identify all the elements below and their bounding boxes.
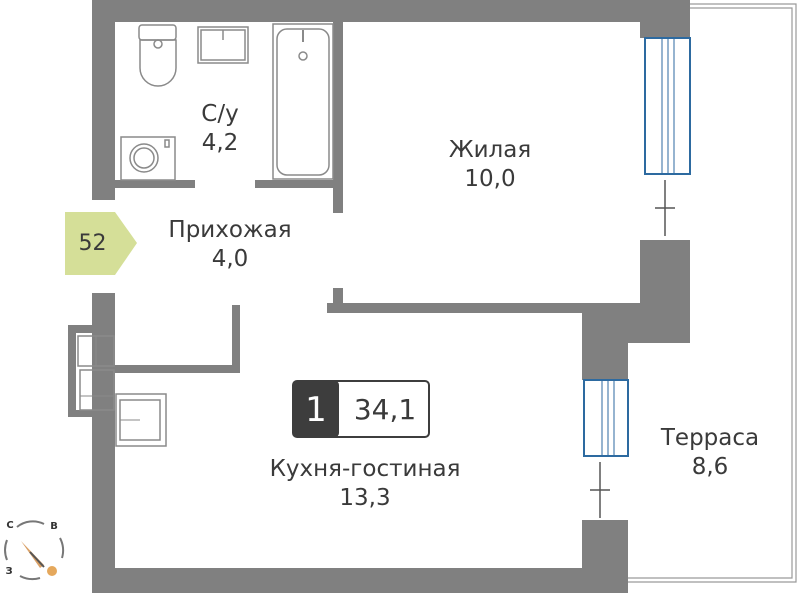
terrace-outline bbox=[628, 3, 797, 583]
room-area: 10,0 bbox=[464, 166, 516, 192]
kitchen-cabinets-icon bbox=[77, 335, 115, 411]
room-name: Прихожая bbox=[168, 217, 292, 243]
room-name: Жилая bbox=[448, 137, 532, 163]
total-area: 34,1 bbox=[353, 393, 417, 426]
room-living: Жилая 10,0 bbox=[410, 136, 570, 194]
room-bathroom: С/у 4,2 bbox=[170, 100, 270, 158]
compass-east: В bbox=[50, 521, 58, 532]
room-hallway: Прихожая 4,0 bbox=[150, 216, 310, 274]
room-name: С/у bbox=[201, 101, 239, 127]
sink-icon bbox=[197, 26, 249, 64]
window-living bbox=[644, 37, 691, 236]
apartment-number-badge bbox=[65, 212, 137, 275]
room-area: 13,3 bbox=[339, 485, 391, 511]
room-terrace: Терраса 8,6 bbox=[640, 424, 780, 482]
room-kitchen-living: Кухня-гостиная 13,3 bbox=[245, 455, 485, 513]
compass-west: З bbox=[5, 566, 13, 577]
walls bbox=[68, 0, 690, 593]
room-area: 4,2 bbox=[201, 130, 239, 156]
room-name: Терраса bbox=[660, 425, 760, 451]
apartment-number: 52 bbox=[78, 231, 107, 256]
room-name: Кухня-гостиная bbox=[269, 456, 461, 482]
room-area: 4,0 bbox=[211, 246, 249, 272]
room-area: 8,6 bbox=[691, 454, 729, 480]
washing-machine-icon bbox=[120, 136, 176, 181]
sun-icon bbox=[47, 566, 57, 576]
bathtub-icon bbox=[272, 23, 334, 180]
toilet-icon bbox=[138, 24, 177, 87]
kitchen-sink-icon bbox=[115, 393, 167, 447]
compass-north: С bbox=[6, 520, 14, 531]
rooms-count: 1 bbox=[305, 390, 327, 430]
compass-icon bbox=[4, 520, 65, 581]
window-kitchen bbox=[583, 379, 629, 518]
